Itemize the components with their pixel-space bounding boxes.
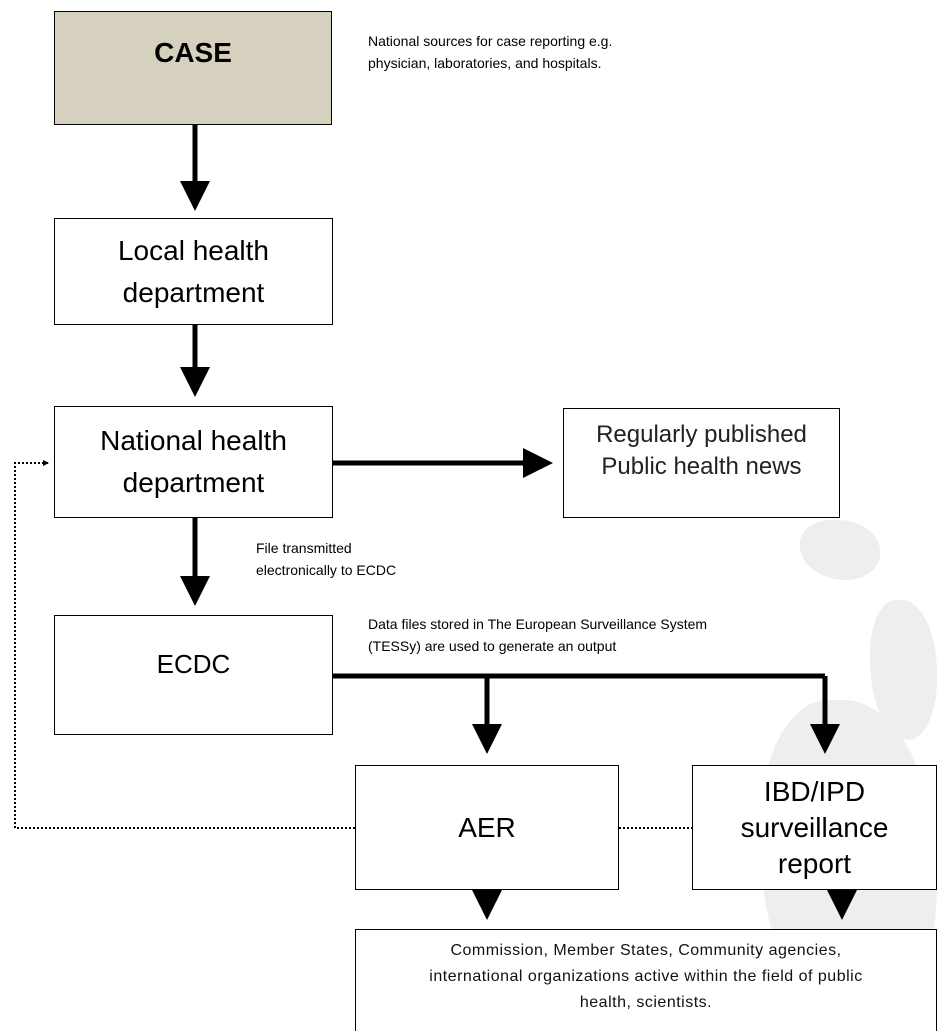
dotted-feedback-aer-to-national (14, 460, 355, 829)
note-tessy: Data files stored in The European Survei… (368, 616, 708, 654)
node-case-label: CASE (154, 37, 232, 68)
node-ecdc-label: ECDC (156, 649, 231, 679)
node-aer-label: AER (458, 811, 516, 843)
background-map-shape (800, 520, 880, 580)
node-local-health-department: Local health department (54, 218, 333, 325)
background-map-shape (870, 600, 937, 740)
node-ecdc: ECDC (54, 615, 333, 735)
node-ibd-ipd-report: IBD/IPD surveillance report (692, 765, 937, 890)
node-audience-label: Commission, Member States, Community age… (429, 942, 863, 1011)
node-published-label: Regularly published Public health news (596, 421, 807, 480)
node-case: CASE (54, 11, 332, 125)
node-national-health-department: National health department (54, 406, 333, 518)
node-ibd-label: IBD/IPD surveillance report (740, 775, 889, 879)
node-local-label: Local health department (117, 234, 269, 308)
node-aer: AER (355, 765, 619, 890)
note-file-transmitted: File transmitted electronically to ECDC (256, 540, 397, 578)
node-audience: Commission, Member States, Community age… (355, 929, 937, 1031)
node-national-label: National health department (100, 425, 287, 498)
node-regularly-published: Regularly published Public health news (563, 408, 840, 518)
note-national-sources: National sources for case reporting e.g.… (368, 33, 613, 71)
